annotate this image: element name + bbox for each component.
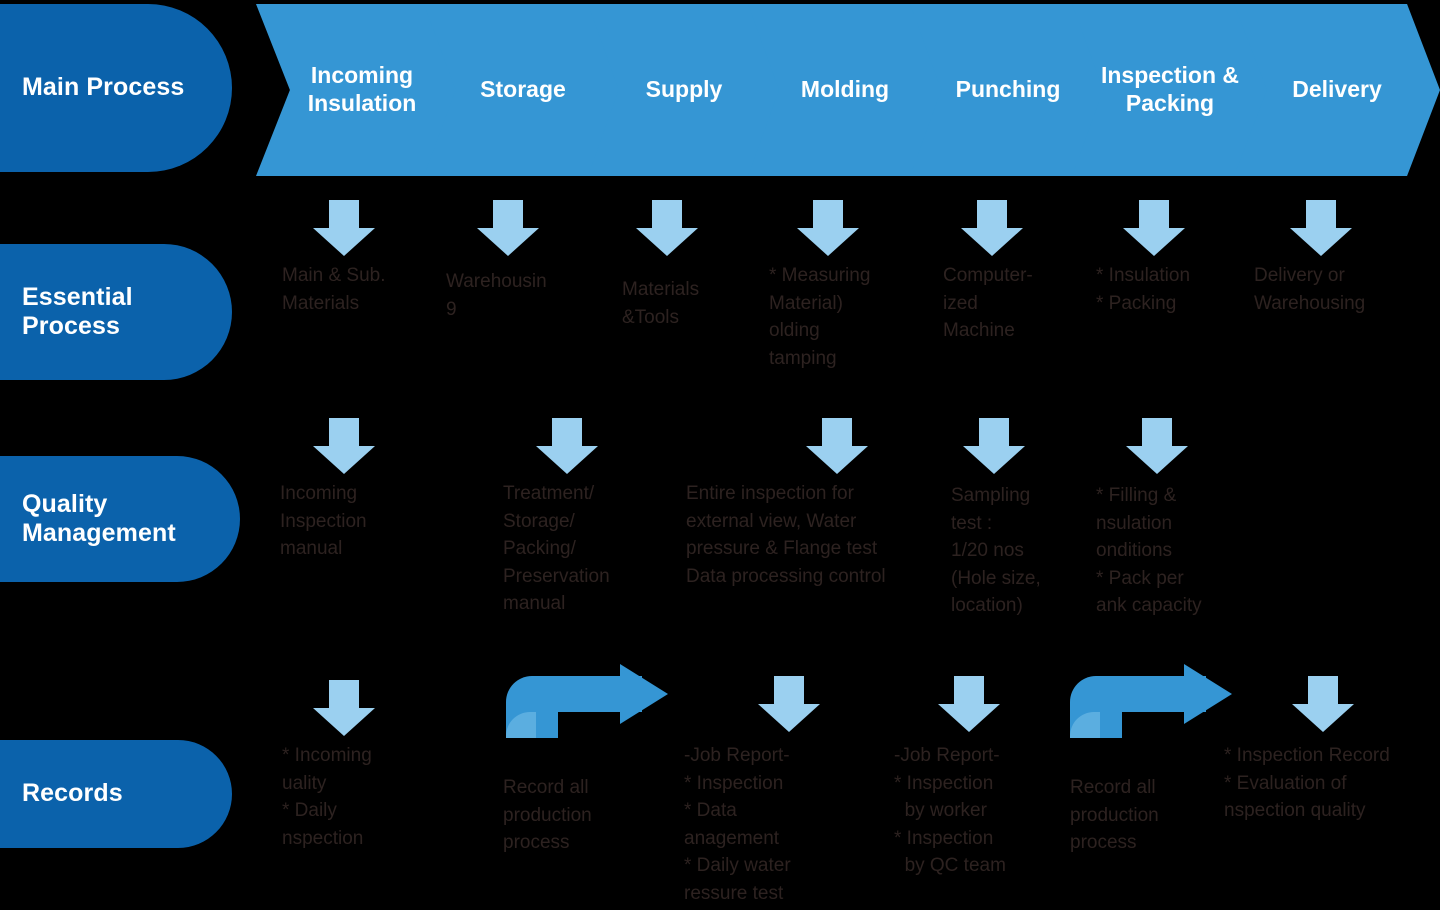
down-arrow-quality-molding — [806, 418, 868, 474]
arrow-head — [758, 704, 820, 732]
arrow-head — [536, 446, 598, 474]
arrow-head — [620, 664, 668, 724]
arrow-shaft — [977, 200, 1007, 230]
essential-text-incoming: Main & Sub. Materials — [282, 265, 386, 314]
process-step-label: Inspection & Packing — [1100, 62, 1239, 116]
arrow-shaft — [822, 418, 852, 448]
arrow-shaft — [493, 200, 523, 230]
arrow-shaft — [329, 418, 359, 448]
records-text-incoming: * Incoming uality * Daily nspection — [282, 745, 372, 849]
process-step-supply[interactable]: Supply — [588, 4, 780, 176]
arrow-head — [1123, 228, 1185, 256]
down-arrow-essential-supply — [636, 200, 698, 256]
process-step-label: Supply — [645, 76, 723, 103]
arrow-shaft — [552, 418, 582, 448]
arrow-head — [806, 446, 868, 474]
process-step-label: Storage — [480, 76, 566, 103]
row-label-text: Quality Management — [22, 489, 176, 548]
down-arrow-records-molding — [938, 676, 1000, 732]
quality-text-punching: Sampling test : 1/20 nos (Hole size, loc… — [951, 485, 1041, 617]
process-step-storage[interactable]: Storage — [424, 4, 622, 176]
arrow-head — [477, 228, 539, 256]
arrow-head — [313, 708, 375, 736]
arrow-shaft — [652, 200, 682, 230]
row-label-main-process[interactable]: Main Process — [0, 4, 232, 172]
process-step-inspection-packing[interactable]: Inspection & Packing — [1072, 4, 1268, 176]
arrow-head — [1292, 704, 1354, 732]
process-step-label: Molding — [800, 76, 890, 103]
curved-right-arrow-records-storage — [506, 664, 668, 768]
arrow-shaft — [329, 680, 359, 710]
records-text-molding: -Job Report- * Inspection by worker * In… — [894, 745, 1006, 877]
row-label-text: Records — [22, 779, 123, 808]
down-arrow-essential-storage — [477, 200, 539, 256]
arrow-shaft — [954, 676, 984, 706]
arrow-head — [961, 228, 1023, 256]
arrow-shaft — [1142, 418, 1172, 448]
arrow-head — [1126, 446, 1188, 474]
process-step-molding[interactable]: Molding — [748, 4, 942, 176]
records-text-storage: Record all production process — [503, 777, 592, 854]
down-arrow-essential-delivery — [1290, 200, 1352, 256]
quality-text-storage: Treatment/ Storage/ Packing/ Preservatio… — [503, 483, 610, 615]
down-arrow-records-delivery — [1292, 676, 1354, 732]
arrow-shaft — [1139, 200, 1169, 230]
arrow-head — [797, 228, 859, 256]
process-step-delivery[interactable]: Delivery — [1234, 4, 1440, 176]
row-label-records[interactable]: Records — [0, 740, 232, 848]
records-text-supply: -Job Report- * Inspection * Data anageme… — [684, 745, 791, 904]
down-arrow-records-incoming — [313, 680, 375, 736]
arrow-shaft — [1308, 676, 1338, 706]
arrow-head — [313, 446, 375, 474]
down-arrow-essential-inspection-packing — [1123, 200, 1185, 256]
arrow-shaft — [1306, 200, 1336, 230]
process-step-punching[interactable]: Punching — [910, 4, 1106, 176]
essential-text-punching: Computer- ized Machine — [943, 265, 1033, 342]
arrow-head — [938, 704, 1000, 732]
arrow-shaft — [979, 418, 1009, 448]
arrow-head — [1290, 228, 1352, 256]
essential-text-supply: Materials &Tools — [622, 279, 700, 328]
down-arrow-essential-incoming — [313, 200, 375, 256]
down-arrow-records-supply — [758, 676, 820, 732]
process-step-incoming-insulation[interactable]: Incoming Insulation — [256, 4, 468, 176]
essential-text-inspection-packing: * Insulation * Packing — [1096, 265, 1191, 314]
row-label-text: Main Process — [22, 73, 185, 102]
down-arrow-quality-storage — [536, 418, 598, 474]
row-label-quality-management[interactable]: Quality Management — [0, 456, 240, 582]
quality-text-inspection-packing: * Filling & nsulation onditions * Pack p… — [1096, 485, 1202, 617]
down-arrow-essential-punching — [961, 200, 1023, 256]
down-arrow-quality-inspection-packing — [1126, 418, 1188, 474]
down-arrow-essential-molding — [797, 200, 859, 256]
records-text-inspection-packing: Record all production process — [1070, 777, 1159, 854]
essential-text-molding: * Measuring Material) olding tamping — [769, 265, 871, 369]
arrow-shaft — [329, 200, 359, 230]
arrow-shaft — [774, 676, 804, 706]
down-arrow-quality-incoming — [313, 418, 375, 474]
arrow-head — [963, 446, 1025, 474]
process-step-label: Incoming Insulation — [307, 62, 417, 116]
essential-text-storage: Warehousin 9 — [446, 271, 547, 320]
records-text-delivery: * Inspection Record * Evaluation of nspe… — [1224, 745, 1390, 822]
quality-text-incoming: Incoming Inspection manual — [280, 483, 367, 560]
arrow-shaft — [813, 200, 843, 230]
arrow-head — [636, 228, 698, 256]
process-step-label: Delivery — [1292, 76, 1382, 103]
row-label-essential-process[interactable]: Essential Process — [0, 244, 232, 380]
arrow-head — [1184, 664, 1232, 724]
quality-text-molding: Entire inspection for external view, Wat… — [686, 483, 886, 587]
down-arrow-quality-punching — [963, 418, 1025, 474]
row-label-text: Essential Process — [22, 282, 133, 341]
process-step-label: Punching — [955, 76, 1061, 103]
arrow-head — [313, 228, 375, 256]
curved-right-arrow-records-inspection-packing — [1070, 664, 1232, 768]
essential-text-delivery: Delivery or Warehousing — [1254, 265, 1366, 314]
